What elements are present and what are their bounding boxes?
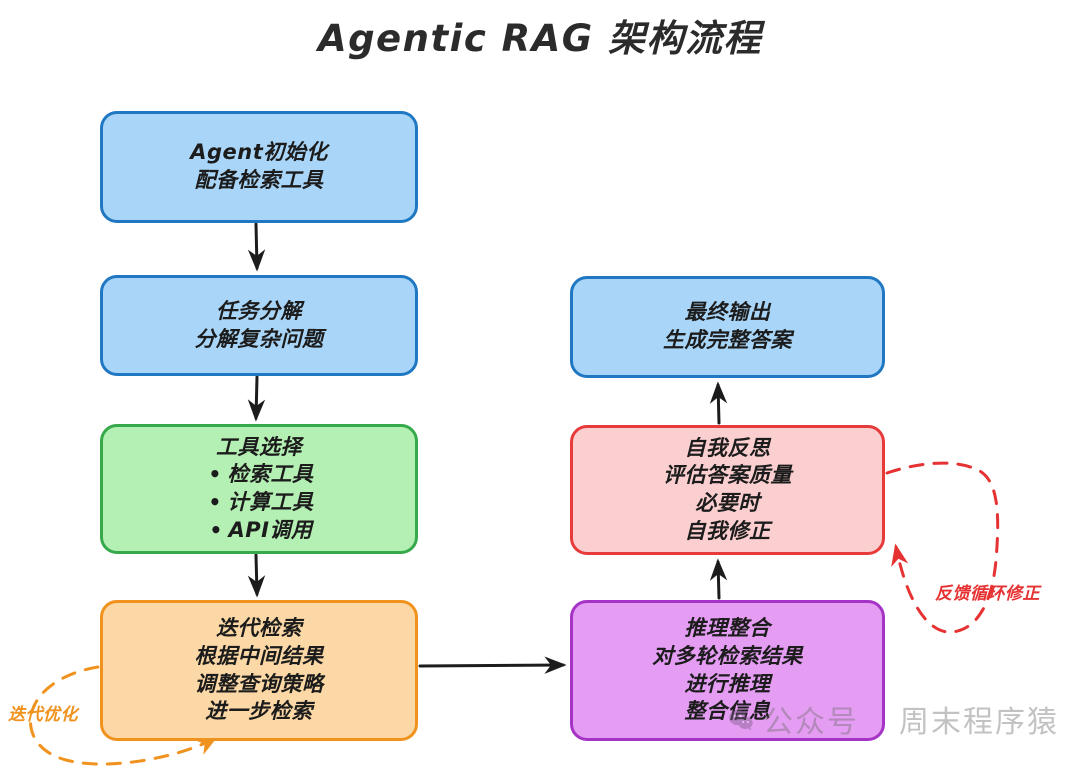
node-iterative-retrieval[interactable]: 迭代检索 根据中间结果 调整查询策略 进一步检索 — [100, 600, 418, 741]
watermark-account: 周末程序猿 — [899, 705, 1059, 740]
node-tool-selection-bullet-1: 检索工具 — [205, 461, 314, 489]
edge-self-reflect-to-final-output — [709, 381, 728, 425]
edge-task-decomp-to-tool-select — [247, 375, 266, 422]
wechat-icon — [728, 706, 754, 732]
node-iterative-retrieval-line-2: 根据中间结果 — [194, 643, 324, 668]
node-tool-selection-heading: 工具选择 — [216, 434, 302, 459]
node-task-decomposition-line-2: 分解复杂问题 — [194, 326, 324, 351]
page-title: Agentic RAG 架构流程 — [317, 17, 763, 60]
node-final-output-line-2: 生成完整答案 — [663, 328, 792, 352]
node-iterative-retrieval-line-4: 进一步检索 — [205, 699, 313, 724]
node-reasoning-integration-line-4: 整合信息 — [684, 699, 771, 724]
node-reasoning-integration-line-1: 推理整合 — [684, 616, 771, 641]
edge-label-iterative-optimization: 迭代优化 — [8, 705, 78, 725]
node-agent-init-line-1: Agent初始化 — [190, 140, 328, 165]
node-agent-init-line-2: 配备检索工具 — [194, 168, 324, 192]
node-tool-selection-bullet-3: API调用 — [206, 517, 313, 545]
node-self-reflection-line-2: 评估答案质量 — [663, 463, 792, 488]
node-reasoning-integration-line-3: 进行推理 — [684, 671, 771, 696]
node-self-reflection-line-1: 自我反思 — [684, 435, 771, 460]
edge-reason-merge-to-self-reflect — [709, 558, 728, 600]
edge-feedback-loop-dashed — [885, 461, 1000, 634]
node-final-output-line-1: 最终输出 — [684, 300, 771, 325]
node-self-reflection-line-4: 自我修正 — [684, 518, 771, 543]
node-tool-selection-bullet-2: 计算工具 — [205, 489, 314, 517]
watermark-prefix: 公众号 — [763, 705, 859, 740]
node-self-reflection-line-3: 必要时 — [695, 491, 760, 515]
edge-label-feedback-loop: 反馈循环修正 — [935, 584, 1040, 604]
node-reasoning-integration[interactable]: 推理整合 对多轮检索结果 进行推理 整合信息 — [570, 600, 885, 741]
node-agent-init[interactable]: Agent初始化 配备检索工具 — [100, 111, 418, 223]
node-self-reflection[interactable]: 自我反思 评估答案质量 必要时 自我修正 — [570, 425, 885, 555]
node-final-output[interactable]: 最终输出 生成完整答案 — [570, 276, 885, 378]
node-reasoning-integration-line-2: 对多轮检索结果 — [652, 643, 803, 668]
edge-agent-init-to-task-decomp — [247, 222, 266, 272]
edge-iter-retrieve-to-reason-merge — [418, 656, 567, 674]
node-task-decomposition[interactable]: 任务分解 分解复杂问题 — [100, 275, 418, 376]
node-tool-selection[interactable]: 工具选择 检索工具 计算工具 API调用 — [100, 424, 418, 554]
node-iterative-retrieval-line-1: 迭代检索 — [216, 616, 302, 641]
edge-tool-select-to-iter-retrieve — [247, 553, 266, 598]
node-task-decomposition-line-1: 任务分解 — [216, 298, 302, 323]
watermark: 公众号 周末程序猿 — [728, 697, 1059, 741]
node-iterative-retrieval-line-3: 调整查询策略 — [194, 671, 324, 696]
